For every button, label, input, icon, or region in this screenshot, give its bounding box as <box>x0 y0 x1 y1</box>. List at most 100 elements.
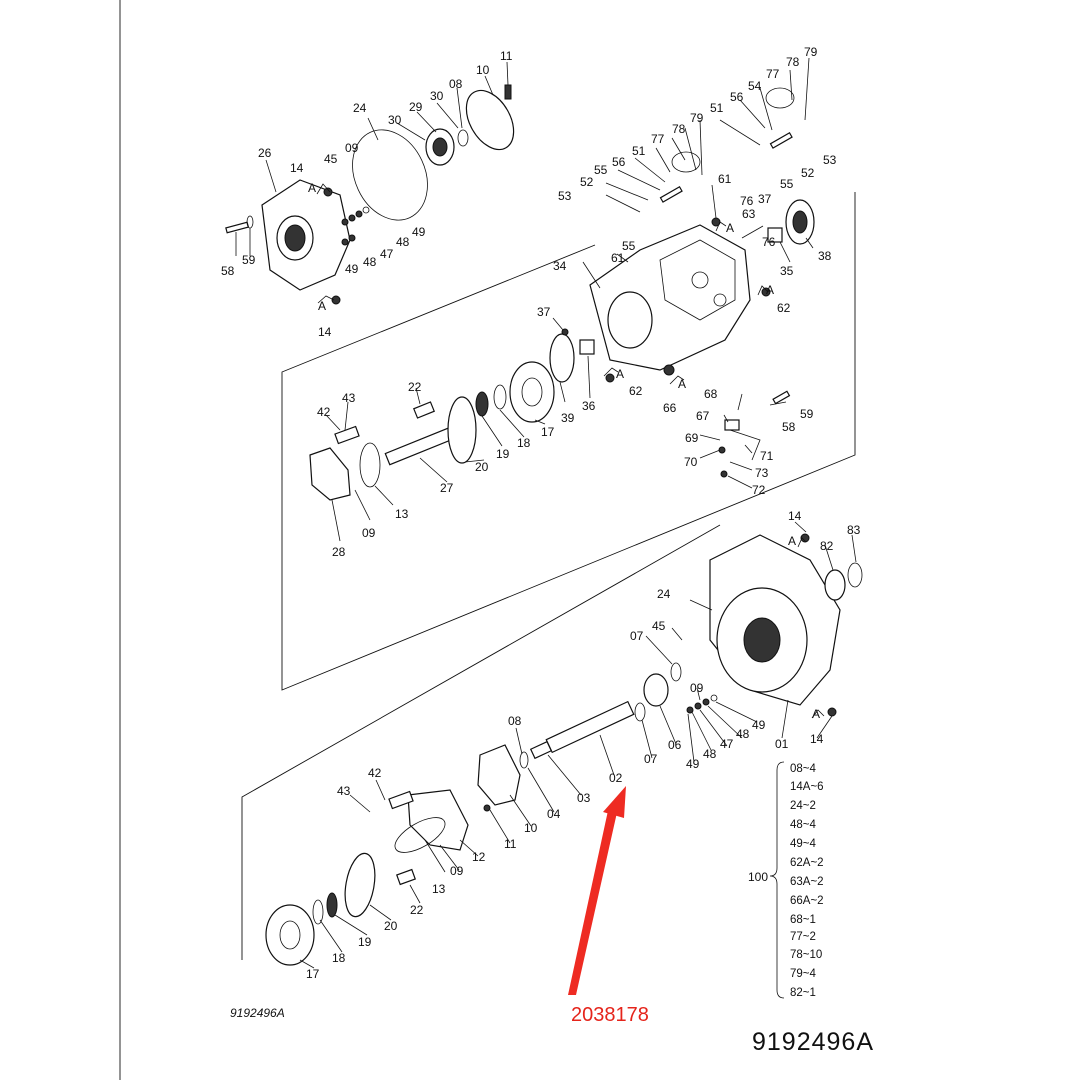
kit-item: 82~1 <box>790 987 816 999</box>
label-72: 72 <box>752 483 766 497</box>
bushing-36 <box>579 339 595 355</box>
label-38: 38 <box>818 249 832 263</box>
label-36: 36 <box>582 399 596 413</box>
plate-20-lower <box>344 852 376 918</box>
label-52: 52 <box>801 166 815 180</box>
kit-item: 63A~2 <box>790 876 824 888</box>
arrow-shaft <box>568 806 618 995</box>
upper-group-frame <box>281 192 856 691</box>
label-10: 10 <box>476 63 490 77</box>
label-49: 49 <box>412 225 426 239</box>
plug-62-left <box>605 373 615 383</box>
plug-66 <box>663 364 675 376</box>
bolt-11 <box>504 84 512 100</box>
middle-shaft-group <box>309 328 595 501</box>
label-63: 63 <box>742 207 756 221</box>
label-49: 49 <box>752 718 766 732</box>
label-55-top: 55 <box>594 163 608 177</box>
washer-13-lower <box>394 817 446 853</box>
label-03: 03 <box>577 791 591 805</box>
label-45: 45 <box>324 152 338 166</box>
label-09: 09 <box>450 864 464 878</box>
label-08: 08 <box>508 714 522 728</box>
plate-28 <box>309 447 351 501</box>
label-51: 51 <box>710 101 724 115</box>
label-28: 28 <box>332 545 346 559</box>
kit-number: 100 <box>748 870 768 884</box>
label-70: 70 <box>684 455 698 469</box>
ring-07-lower <box>634 702 646 722</box>
label-34: 34 <box>553 259 567 273</box>
top-left-cover-group <box>225 84 515 305</box>
label-35: 35 <box>780 264 794 278</box>
small-parts-47-48-49 <box>341 206 370 246</box>
lower-group-frame <box>241 524 721 960</box>
label-53: 53 <box>823 153 837 167</box>
plate-39 <box>549 333 575 383</box>
label-71: 71 <box>760 449 774 463</box>
label-42: 42 <box>317 405 331 419</box>
label-61: 61 <box>611 251 625 265</box>
shaft-27 <box>384 426 456 466</box>
washer-13 <box>359 442 381 488</box>
label-76: 76 <box>762 235 776 249</box>
label-58: 58 <box>782 420 796 434</box>
label-18: 18 <box>517 436 531 450</box>
label-17: 17 <box>306 967 320 981</box>
label-12: 12 <box>472 850 486 864</box>
plate-12 <box>407 789 469 851</box>
label-06: 06 <box>668 738 682 752</box>
label-30: 30 <box>388 113 402 127</box>
label-49: 49 <box>345 262 359 276</box>
plate-10-lower <box>477 744 521 806</box>
label-02: 02 <box>609 771 623 785</box>
ring-18-lower <box>312 899 324 925</box>
label-11: 11 <box>500 49 513 63</box>
bolt-58-right <box>772 390 791 405</box>
label-48: 48 <box>363 255 377 269</box>
plug-62-right <box>761 287 771 297</box>
kit-item: 24~2 <box>790 800 816 812</box>
label-68: 68 <box>704 387 718 401</box>
label-82: 82 <box>820 539 834 553</box>
bearing-82 <box>824 569 846 601</box>
label-56: 56 <box>612 155 626 169</box>
kit-item: 08~4 <box>790 763 817 775</box>
label-14: 14 <box>810 732 824 746</box>
callout-a: A <box>726 221 734 235</box>
label-43: 43 <box>342 391 356 405</box>
label-20: 20 <box>384 919 398 933</box>
housing-group <box>589 87 815 478</box>
housing-valve-block <box>659 239 736 321</box>
plate-20 <box>447 396 477 464</box>
linkage-67-73 <box>718 419 761 478</box>
label-79: 79 <box>690 111 704 125</box>
screw-53-left <box>659 185 683 203</box>
plug-14-upper-right <box>800 533 810 543</box>
label-10: 10 <box>524 821 538 835</box>
bushing-35 <box>767 227 783 243</box>
label-52: 52 <box>580 175 594 189</box>
label-47: 47 <box>720 737 734 751</box>
label-08: 08 <box>449 77 463 91</box>
label-77: 77 <box>766 67 780 81</box>
kit-item: 66A~2 <box>790 895 824 907</box>
label-53: 53 <box>558 189 572 203</box>
washer-59 <box>246 215 254 229</box>
label-07: 07 <box>644 752 658 766</box>
label-07: 07 <box>630 629 644 643</box>
a-callout-brackets <box>316 183 825 719</box>
kit-item: 77~2 <box>790 931 816 943</box>
label-26: 26 <box>258 146 272 160</box>
spring-22 <box>413 401 435 419</box>
callout-a: A <box>318 299 326 313</box>
bearing-06 <box>643 673 669 707</box>
kit-brace <box>769 761 785 999</box>
label-17: 17 <box>541 425 555 439</box>
arrow-head <box>603 786 626 818</box>
callout-a: A <box>812 707 820 721</box>
label-47: 47 <box>380 247 394 261</box>
o-ring-24 <box>352 129 428 221</box>
callout-a: A <box>766 283 774 297</box>
